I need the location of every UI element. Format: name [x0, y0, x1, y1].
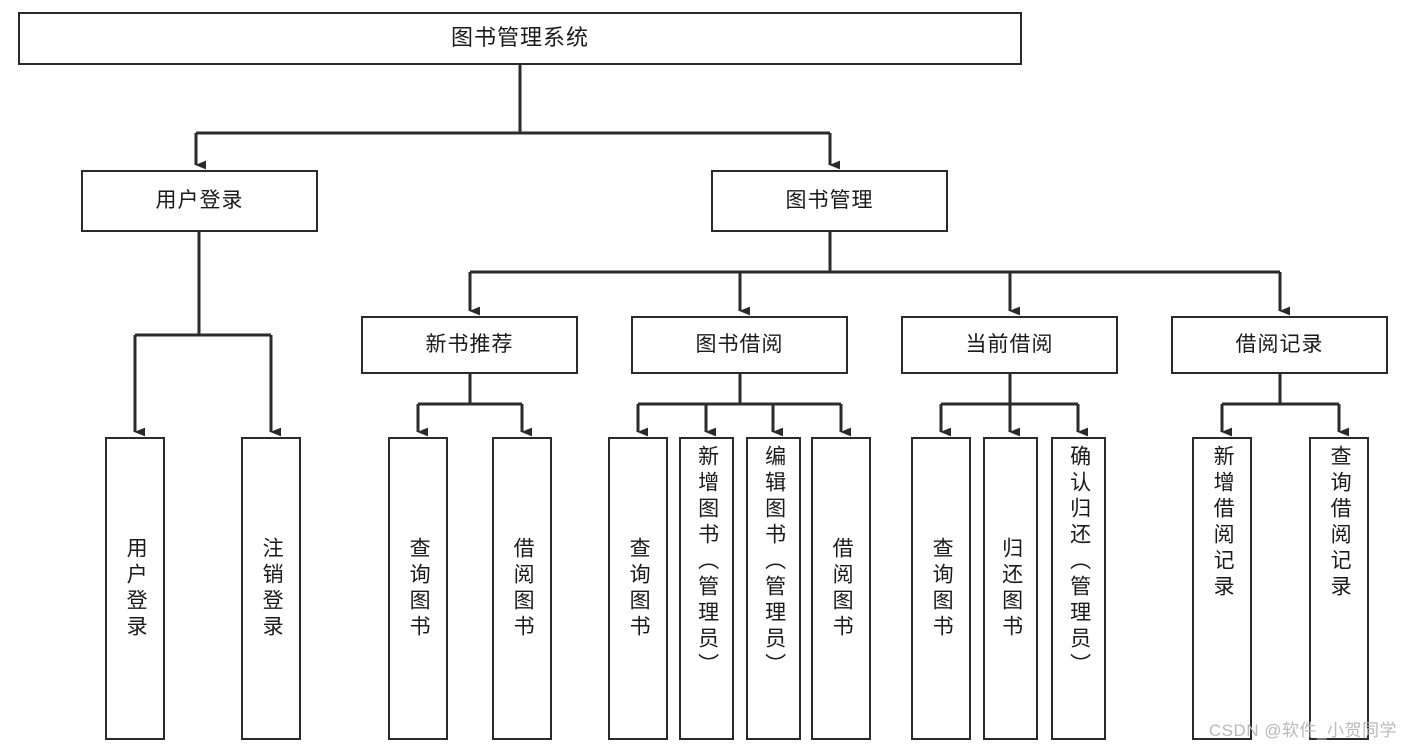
- node-label: 查询图书: [407, 536, 431, 641]
- node-user-login[interactable]: 用户登录: [81, 170, 318, 232]
- node-label: 图书管理: [785, 189, 874, 213]
- node-label: 借阅记录: [1235, 333, 1324, 357]
- node-label: 当前借阅: [965, 333, 1054, 357]
- node-current-borrow[interactable]: 当前借阅: [901, 316, 1118, 374]
- leaf-node-return-book[interactable]: 归还图书: [983, 437, 1038, 740]
- node-label: 用户登录: [124, 536, 148, 641]
- node-label: 查询借阅记录: [1328, 445, 1352, 601]
- leaf-node-logout-login[interactable]: 注销登录: [241, 437, 301, 740]
- leaf-node-user-login[interactable]: 用户登录: [105, 437, 165, 740]
- leaf-node-query-book-3[interactable]: 查询图书: [911, 437, 971, 740]
- node-label: 归还图书: [999, 536, 1023, 641]
- node-label: 确认归还（管理员）: [1067, 445, 1091, 679]
- leaf-node-add-book[interactable]: 新增图书（管理员）: [679, 437, 734, 740]
- node-label: 借阅图书: [830, 536, 854, 641]
- leaf-node-borrow-book-1[interactable]: 借阅图书: [492, 437, 552, 740]
- leaf-node-confirm-return[interactable]: 确认归还（管理员）: [1051, 437, 1106, 740]
- node-label: 新增借阅记录: [1211, 445, 1235, 601]
- node-label: 新书推荐: [425, 333, 514, 357]
- node-label: 注销登录: [260, 536, 284, 641]
- leaf-node-edit-book[interactable]: 编辑图书（管理员）: [746, 437, 801, 740]
- leaf-node-query-book-2[interactable]: 查询图书: [608, 437, 668, 740]
- node-label: 借阅图书: [511, 536, 535, 641]
- leaf-node-query-record[interactable]: 查询借阅记录: [1309, 437, 1369, 740]
- node-label: 图书管理系统: [450, 25, 589, 51]
- node-label: 查询图书: [930, 536, 954, 641]
- node-label: 编辑图书（管理员）: [762, 445, 786, 679]
- node-book-borrow[interactable]: 图书借阅: [631, 316, 848, 374]
- node-book-management-system[interactable]: 图书管理系统: [18, 12, 1022, 65]
- leaf-node-borrow-book-2[interactable]: 借阅图书: [811, 437, 871, 740]
- node-label: 新增图书（管理员）: [695, 445, 719, 679]
- node-book-management[interactable]: 图书管理: [711, 170, 948, 232]
- leaf-node-add-record[interactable]: 新增借阅记录: [1192, 437, 1252, 740]
- node-label: 图书借阅: [695, 333, 784, 357]
- leaf-node-query-book-1[interactable]: 查询图书: [388, 437, 448, 740]
- node-new-book-recommend[interactable]: 新书推荐: [361, 316, 578, 374]
- node-borrow-record[interactable]: 借阅记录: [1171, 316, 1388, 374]
- node-label: 用户登录: [155, 189, 244, 213]
- node-label: 查询图书: [627, 536, 651, 641]
